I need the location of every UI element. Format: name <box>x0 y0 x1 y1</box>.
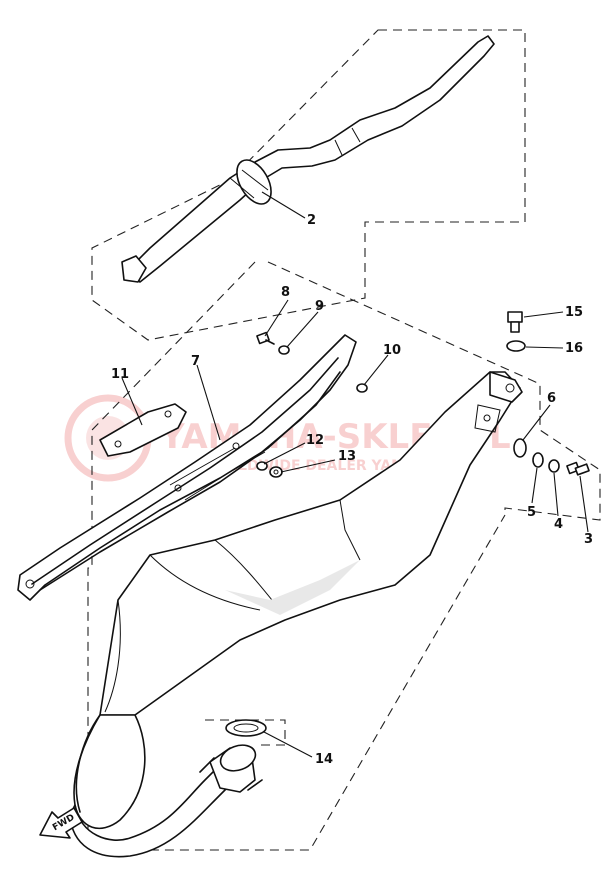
label-part-6: 6 <box>547 391 556 406</box>
washer-9 <box>278 345 290 355</box>
leader-lines <box>121 191 589 758</box>
label-part-7: 7 <box>191 354 200 369</box>
hardware <box>225 311 590 737</box>
label-part-4: 4 <box>554 517 563 532</box>
tail-pipe <box>121 35 495 283</box>
bracket-group-outline <box>205 719 286 746</box>
lower-group-outline <box>87 261 506 851</box>
nut-13 <box>269 466 283 478</box>
label-part-15: 15 <box>565 305 583 320</box>
label-part-12: 12 <box>306 433 324 448</box>
label-part-16: 16 <box>565 341 583 356</box>
washer-16 <box>506 340 526 352</box>
middle-group-outline <box>267 261 601 521</box>
label-part-13: 13 <box>338 449 356 464</box>
bolt-3 <box>566 461 590 476</box>
header-pipe <box>69 744 263 858</box>
grommet-6 <box>513 438 527 458</box>
bolt-15 <box>507 311 523 333</box>
label-part-9: 9 <box>315 299 324 314</box>
fwd-arrow-badge: FWD <box>39 807 83 839</box>
expansion-chamber <box>73 371 523 830</box>
label-part-14: 14 <box>315 752 333 767</box>
label-part-2: 2 <box>307 213 316 228</box>
shield-plate <box>99 403 187 457</box>
nut-10 <box>356 383 368 393</box>
washer-4 <box>548 459 560 473</box>
label-part-3: 3 <box>584 532 593 547</box>
part-labels: 2 8 9 10 11 7 12 13 15 16 6 5 4 3 14 <box>111 213 593 767</box>
label-part-8: 8 <box>281 285 290 300</box>
heat-shield <box>17 334 357 601</box>
gasket-14 <box>225 719 267 737</box>
upper-group-outline <box>91 29 526 341</box>
label-part-5: 5 <box>527 505 536 520</box>
label-part-10: 10 <box>383 343 401 358</box>
collar-5 <box>532 452 544 468</box>
label-part-11: 11 <box>111 367 129 382</box>
